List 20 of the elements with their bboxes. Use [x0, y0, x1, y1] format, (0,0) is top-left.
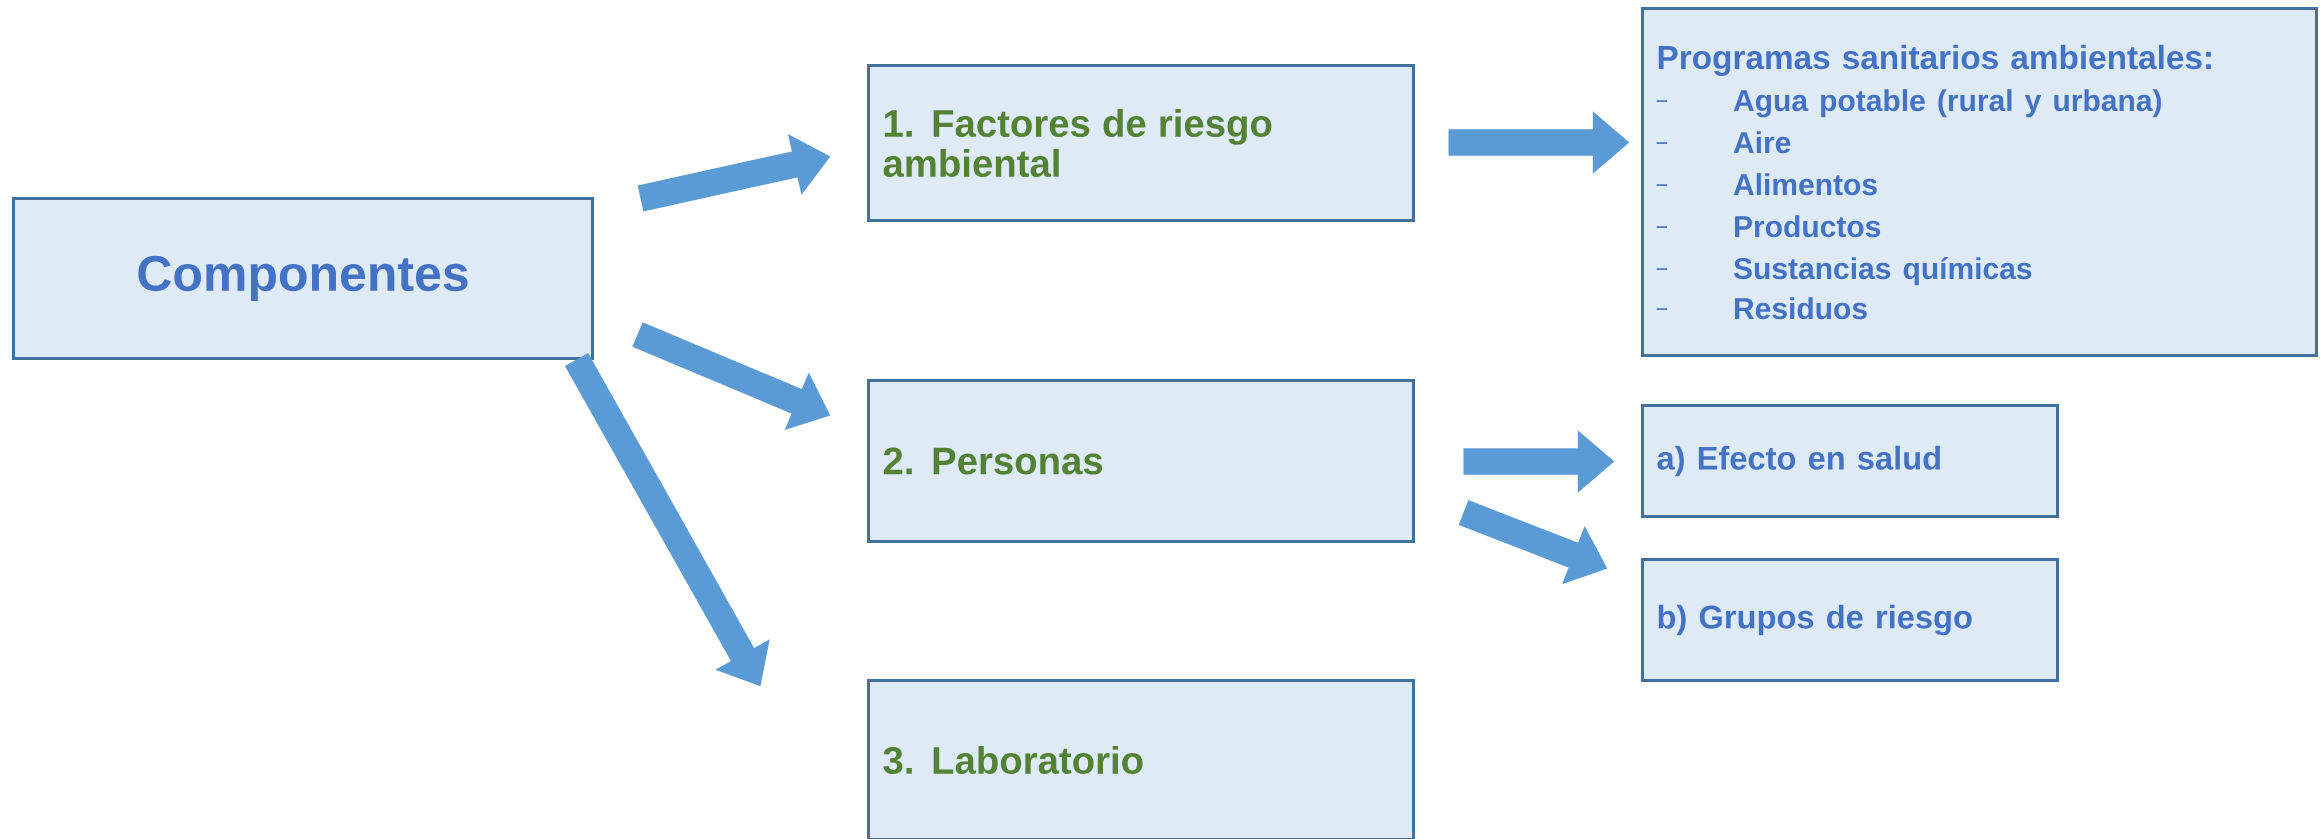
text-box: [1641, 404, 2059, 518]
list-item: Sustancias químicas: [1655, 256, 2032, 286]
box-label: Componentes: [138, 255, 468, 302]
list-heading: Programas sanitarios ambientales:: [1658, 44, 2211, 76]
text-box: [12, 197, 594, 360]
list-item: Productos: [1655, 215, 1881, 238]
list-box: [1641, 7, 2318, 357]
box-label: 1. Factores de riesgo ambiental: [883, 108, 1272, 178]
list-item: Aire: [1655, 131, 1791, 154]
list-item: Alimentos: [1655, 173, 1877, 196]
box-label: 3. Laboratorio: [883, 745, 1143, 775]
text-box: [1641, 558, 2059, 682]
list-item: Agua potable (rural y urbana): [1655, 89, 2161, 118]
text-box: [867, 64, 1415, 222]
list-item: Residuos: [1655, 297, 1867, 320]
box-label: a) Efecto en salud: [1657, 445, 1940, 477]
text-box: [867, 379, 1415, 543]
text-box: [867, 679, 1415, 839]
box-label: b) Grupos de riesgo: [1658, 604, 1972, 636]
box-label: 2. Personas: [883, 447, 1103, 475]
